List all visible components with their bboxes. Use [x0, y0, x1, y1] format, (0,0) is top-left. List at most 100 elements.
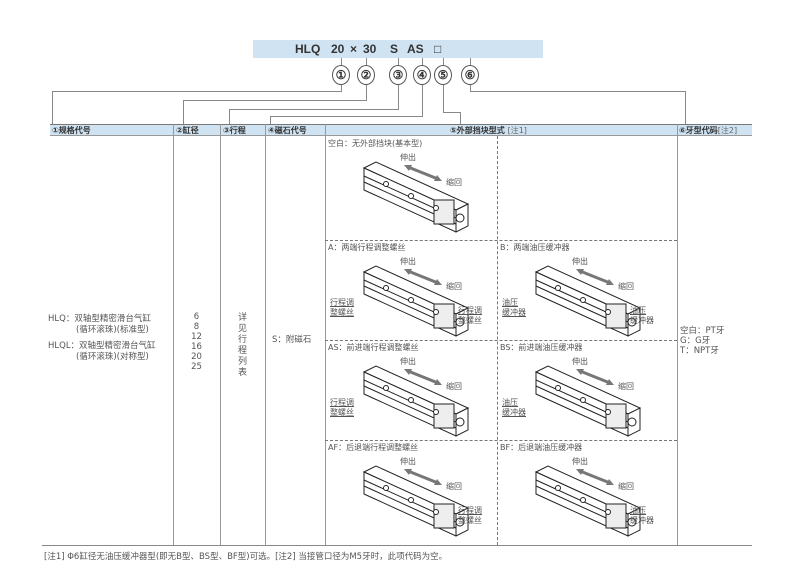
- retract-label: 缩回: [618, 482, 634, 491]
- code-stopper: AS: [407, 42, 424, 56]
- header-label: 行程: [229, 126, 246, 135]
- table-header: ①规格代号 ②缸径 ③行程 ④磁石代号 ⑤外部挡块型式 [注1] ⑥牙型代码[注…: [50, 124, 752, 136]
- front-callout: 行程调整螺丝: [458, 506, 482, 526]
- rear-callout: 油压缓冲器: [502, 298, 526, 318]
- slide-cylinder-illustration: [362, 365, 470, 437]
- bore-value: 16: [191, 342, 202, 352]
- bore-value: 12: [191, 332, 202, 342]
- stopper-panel-bs: BS：前进端油压缓冲器 伸出缩回油压缓冲器: [498, 340, 668, 440]
- callout-circle-6: ⑥: [461, 65, 479, 85]
- callout-circle-1: ①: [332, 65, 350, 85]
- leader-line: [443, 84, 444, 112]
- header-num: ⑥: [679, 126, 686, 135]
- stroke-char: 列: [237, 357, 247, 367]
- column-divider: [265, 124, 266, 545]
- header-label: 缸径: [182, 126, 199, 135]
- spec-hlql-sub: (循环滚珠)(对称型): [76, 352, 149, 362]
- thread-pt: 空白：PT牙: [680, 326, 725, 336]
- extend-retract-arrow-icon: [404, 165, 442, 181]
- front-callout: 油压缓冲器: [630, 506, 654, 526]
- table-bottom-border: [42, 545, 752, 546]
- callout-line: 缓冲器: [502, 408, 526, 417]
- stroke-see-table: 详见行程列表: [220, 313, 265, 379]
- callout-line: 行程调: [330, 298, 354, 307]
- retract-label: 缩回: [446, 178, 462, 187]
- header-thread: ⑥牙型代码[注2]: [679, 125, 737, 136]
- callout-line: 整螺丝: [458, 516, 482, 525]
- rear-callout: 油压缓冲器: [502, 398, 526, 418]
- stopper-panel-b: B：两端油压缓冲器 伸出缩回油压缓冲器油压缓冲器: [498, 240, 668, 340]
- retract-label: 缩回: [618, 282, 634, 291]
- leader-line: [183, 100, 184, 124]
- callout-line: 行程调: [458, 306, 482, 315]
- extend-retract-arrow-icon: [576, 469, 614, 485]
- callout-circle-2: ②: [357, 65, 375, 85]
- bore-value: 6: [193, 312, 200, 322]
- extend-label: 伸出: [400, 457, 416, 466]
- slide-cylinder-illustration: [362, 465, 470, 537]
- rear-callout: 行程调整螺丝: [330, 298, 354, 318]
- thread-g: G：G牙: [680, 336, 711, 346]
- leader-line: [460, 112, 461, 124]
- bore-value: 8: [193, 322, 200, 332]
- header-spec: ①规格代号: [52, 125, 91, 136]
- header-label: 外部挡块型式: [456, 126, 505, 135]
- stopper-panel-blank: 空白：无外部挡块(基本型) 伸出缩回: [326, 136, 496, 236]
- extend-retract-arrow-icon: [576, 369, 614, 385]
- leader-line: [52, 91, 53, 124]
- front-callout: 行程调整螺丝: [458, 306, 482, 326]
- panel-label: AS：前进端行程调整螺丝: [328, 343, 419, 352]
- header-note: [注2]: [717, 126, 738, 135]
- model-code-bar: HLQ 20 × 30 S AS □: [253, 40, 543, 58]
- header-num: ③: [223, 126, 230, 135]
- header-label: 磁石代号: [274, 126, 307, 135]
- column-divider: [173, 124, 174, 545]
- leader-line: [443, 112, 461, 113]
- extend-label: 伸出: [572, 357, 588, 366]
- spec-hlq-sub: (循环滚珠)(标准型): [76, 325, 149, 335]
- spec-list: HLQ：双轴型精密滑台气缸 (循环滚珠)(标准型) HLQL：双轴型精密滑台气缸…: [48, 314, 173, 363]
- stroke-char: 行: [237, 335, 247, 345]
- column-divider: [677, 124, 678, 545]
- stroke-char: 详: [237, 313, 247, 323]
- magnet-option: S：附磁石: [272, 335, 312, 345]
- callout-line: 缓冲器: [630, 516, 654, 525]
- code-series: HLQ: [295, 42, 321, 56]
- panel-label: 空白：无外部挡块(基本型): [328, 139, 423, 148]
- code-stroke: 30: [363, 42, 377, 56]
- extend-label: 伸出: [572, 257, 588, 266]
- slide-cylinder-illustration: [534, 465, 642, 537]
- extend-label: 伸出: [400, 153, 416, 162]
- leader-line: [341, 84, 342, 91]
- header-magnet: ④磁石代号: [268, 125, 307, 136]
- leader-line: [443, 58, 444, 66]
- stroke-char: 程: [237, 346, 247, 356]
- leader-line: [52, 91, 342, 92]
- column-divider: [220, 124, 221, 545]
- leader-line: [685, 91, 686, 124]
- header-label: 牙型代码: [685, 126, 718, 135]
- header-num: ②: [176, 126, 183, 135]
- leader-line: [470, 91, 685, 92]
- stroke-char: 表: [237, 368, 247, 378]
- header-num: ⑤: [450, 126, 457, 135]
- stopper-panel-af: AF：后退端行程调整螺丝 伸出缩回行程调整螺丝: [326, 440, 496, 540]
- rear-callout: 行程调整螺丝: [330, 398, 354, 418]
- column-divider: [325, 124, 326, 545]
- retract-label: 缩回: [446, 482, 462, 491]
- panel-label: B：两端油压缓冲器: [500, 243, 570, 252]
- leader-line: [470, 58, 471, 66]
- slide-cylinder-illustration: [362, 265, 470, 337]
- header-note: [注1]: [507, 126, 527, 135]
- leader-line: [341, 58, 342, 66]
- bore-value: 25: [191, 362, 202, 372]
- leader-line: [229, 109, 399, 110]
- callout-line: 油压: [630, 306, 646, 315]
- slide-cylinder-illustration: [362, 161, 470, 233]
- extend-retract-arrow-icon: [576, 269, 614, 285]
- callout-circle-5: ⑤: [434, 65, 452, 85]
- callout-circle-4: ④: [413, 65, 431, 85]
- code-bore: 20: [331, 42, 345, 56]
- callout-line: 油压: [502, 398, 518, 407]
